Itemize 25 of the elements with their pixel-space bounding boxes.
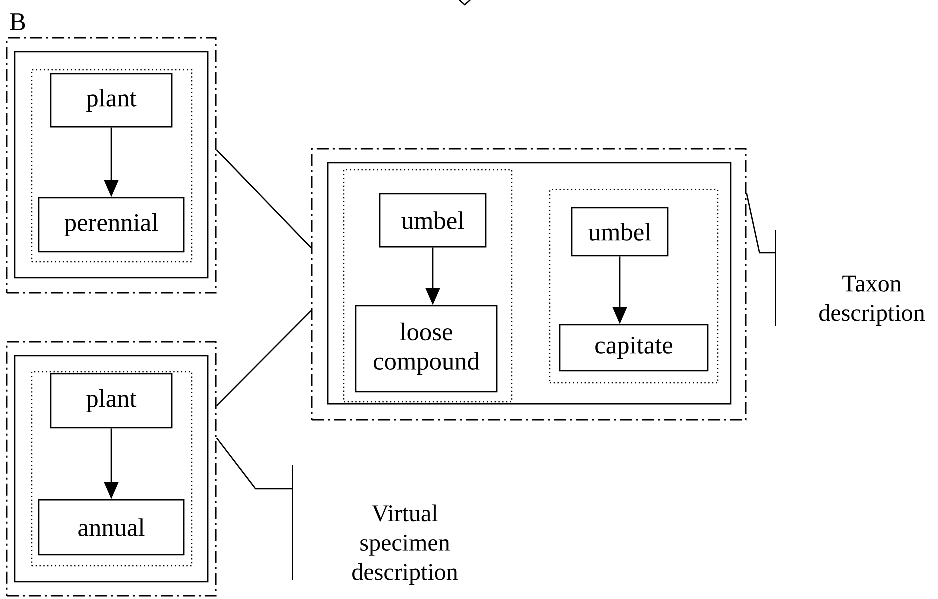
- leader-line: [746, 192, 776, 254]
- panel-letter: B: [10, 14, 26, 30]
- group-frame: [6, 341, 217, 597]
- group-frame: [14, 51, 209, 279]
- group-frame: [14, 355, 209, 583]
- connector-line: [216, 310, 312, 406]
- concept-box: capitate: [559, 324, 709, 372]
- group-frame: [343, 169, 513, 403]
- group-frame: [31, 69, 193, 263]
- concept-box: loose compound: [355, 305, 498, 393]
- concept-box: plant: [50, 73, 173, 128]
- concept-box: umbel: [571, 207, 669, 257]
- concept-box: plant: [50, 373, 173, 429]
- group-frame: [31, 371, 193, 567]
- group-frame: [311, 148, 747, 421]
- concept-box: umbel: [379, 193, 487, 248]
- group-frame: [549, 189, 719, 384]
- group-frame: [327, 162, 732, 405]
- group-frame: [6, 37, 217, 294]
- description-label: Virtual specimen description: [352, 504, 458, 586]
- leader-line: [216, 438, 293, 490]
- description-label: Taxon description: [820, 276, 925, 326]
- concept-box: annual: [38, 499, 185, 556]
- concept-box: perennial: [38, 197, 185, 253]
- connector-line: [216, 150, 312, 248]
